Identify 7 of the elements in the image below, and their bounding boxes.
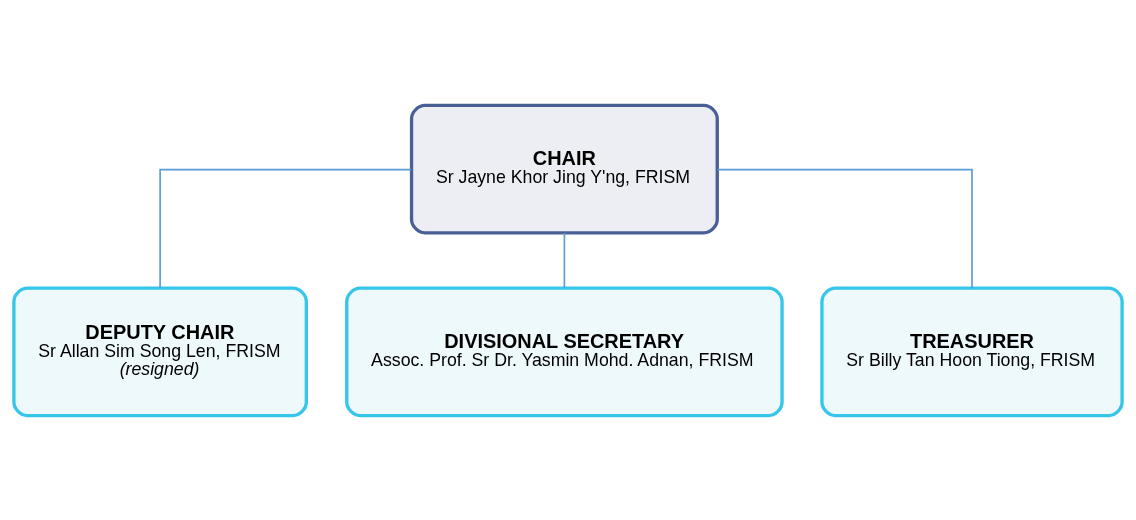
connector bbox=[716, 168, 973, 289]
node-box: TREASURER Sr Billy Tan Hoon Tiong, FRISM bbox=[820, 286, 1124, 417]
node-box: DIVISIONAL SECRETARY Assoc. Prof. Sr Dr. Yasmin Mohd. Adnan, FRISM bbox=[345, 286, 784, 417]
node-box: CHAIR Sr Jayne Khor Jing Y'ng, FRISM bbox=[409, 103, 719, 234]
connector bbox=[563, 231, 566, 289]
connector bbox=[159, 168, 413, 289]
node-box: DEPUTY CHAIR Sr Allan Sim Song Len, FRISM (resigned) bbox=[12, 286, 308, 417]
